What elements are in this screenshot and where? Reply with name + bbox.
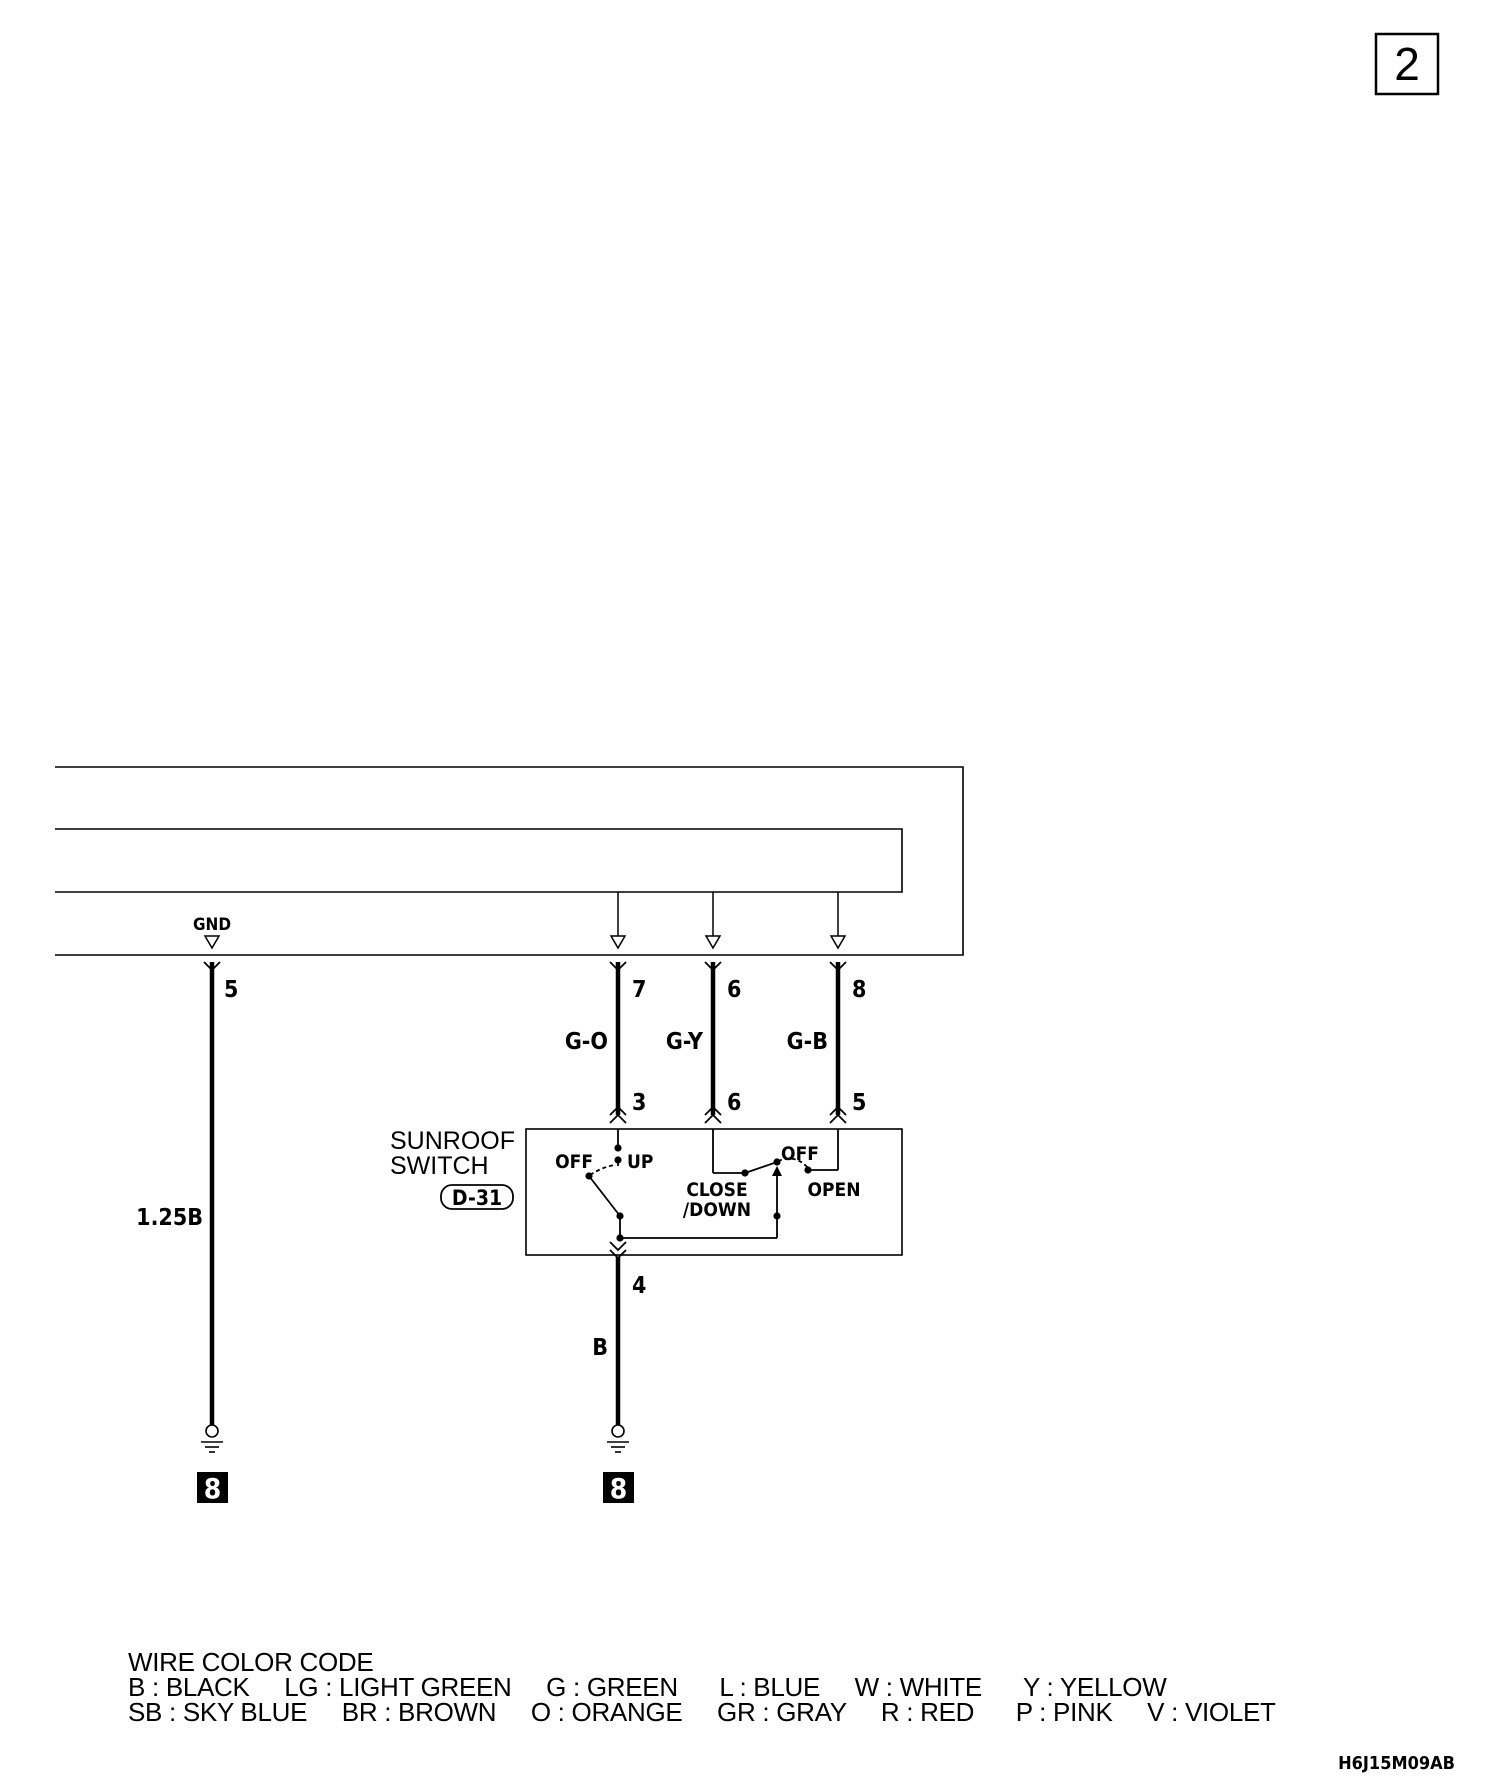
pin-close-top: 6 xyxy=(727,977,741,1003)
wire-color-up: G-O xyxy=(565,1029,608,1055)
wire-lines xyxy=(209,962,841,1425)
switch-up: UP xyxy=(627,1151,653,1173)
internal-signal-lines xyxy=(203,892,847,950)
pin-ground-top: 5 xyxy=(224,977,238,1003)
sunroof-switch: SUNROOF SWITCH D-31 xyxy=(390,1127,903,1256)
wire-color-ground: 1.25B xyxy=(136,1205,203,1231)
ground-code-right-text: 8 xyxy=(610,1472,628,1505)
wire-color-close: G-Y xyxy=(666,1029,704,1055)
switch-left-off: OFF xyxy=(555,1151,593,1173)
ground-symbol-left xyxy=(201,1424,223,1453)
ground-code-left-text: 8 xyxy=(204,1472,222,1505)
switch-right-off: OFF xyxy=(781,1143,819,1165)
pin-switch-ground: 4 xyxy=(632,1273,646,1299)
legend-line-2: SB : SKY BLUE BR : BROWN O : ORANGE GR :… xyxy=(128,1697,1276,1727)
ground-code-left: 8 xyxy=(197,1472,228,1505)
wire-color-switch-ground: B xyxy=(592,1335,608,1361)
wire-color-open: G-B xyxy=(787,1029,828,1055)
switch-name-line1: SUNROOF xyxy=(390,1127,515,1155)
switch-close-line1: CLOSE xyxy=(686,1179,747,1201)
switch-name-line2: SWITCH xyxy=(390,1152,489,1180)
connector-code: D-31 xyxy=(452,1186,502,1210)
ground-code-right: 8 xyxy=(603,1472,634,1505)
pin-close-switch: 6 xyxy=(727,1090,741,1116)
control-unit xyxy=(55,766,964,956)
gnd-label: GND xyxy=(193,915,231,935)
connector-marks xyxy=(203,961,847,1260)
figure-code: H6J15M09AB xyxy=(1338,1753,1455,1774)
pin-open-top: 8 xyxy=(852,977,866,1003)
page-number-box: 2 xyxy=(1374,32,1440,96)
legend-title: WIRE COLOR CODE xyxy=(128,1647,374,1677)
legend-line-1: B : BLACK LG : LIGHT GREEN G : GREEN L :… xyxy=(128,1672,1167,1702)
switch-close-line2: /DOWN xyxy=(683,1199,751,1221)
pin-up-switch: 3 xyxy=(632,1090,646,1116)
ground-symbol-right xyxy=(607,1424,629,1453)
pin-open-switch: 5 xyxy=(852,1090,866,1116)
page-number: 2 xyxy=(1394,38,1420,90)
switch-open: OPEN xyxy=(807,1179,860,1201)
pin-up-top: 7 xyxy=(632,977,646,1003)
